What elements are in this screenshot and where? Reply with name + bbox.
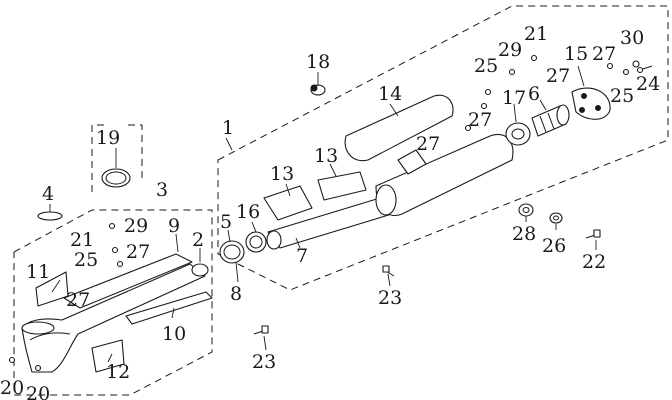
part-27-nut-left (116, 260, 124, 268)
part-13-heat-shield-b (317, 171, 367, 201)
part-27-nut-right-a (480, 102, 488, 110)
callout-27f: 27 (546, 65, 570, 87)
part-25-bolt-right-a (484, 88, 492, 96)
part-28-washer (518, 203, 534, 217)
part-30-washer (632, 60, 640, 68)
callout-27a: 27 (126, 241, 150, 263)
header-flange (21, 321, 55, 335)
part-29-washer-left (108, 222, 116, 230)
part-21-bolt-right (530, 54, 538, 62)
part-24-bolt (636, 65, 653, 74)
callout-25c: 25 (610, 85, 634, 107)
callout-25a: 25 (74, 249, 98, 271)
callout-14: 14 (378, 83, 402, 105)
callout-5: 5 (220, 211, 232, 233)
callout-11: 11 (26, 261, 50, 283)
part-18-nut (310, 84, 326, 96)
callout-24: 24 (636, 73, 660, 95)
callout-17: 17 (502, 87, 526, 109)
part-12-bracket (91, 339, 125, 373)
assembly-3-boundary (13, 209, 213, 396)
part-23-bolt-a (382, 265, 395, 277)
part-27-nut-right-c (606, 62, 614, 70)
part-27-nut-right-b (464, 124, 472, 132)
callout-22: 22 (582, 251, 606, 273)
part-4-gasket (37, 211, 63, 221)
part-23-bolt-b (253, 325, 269, 335)
part-5-gasket-ring (219, 240, 245, 264)
callout-27b: 27 (66, 289, 90, 311)
group-19-bracket (91, 124, 143, 194)
part-15-end-cap (571, 87, 611, 120)
parts (8, 54, 653, 373)
part-14-heat-shield (344, 94, 454, 162)
callout-27d: 27 (416, 133, 440, 155)
callout-4: 4 (42, 183, 54, 205)
callout-19: 19 (96, 127, 120, 149)
part-2-header-pipe (21, 263, 209, 373)
part-16-clamp (245, 231, 267, 253)
callout-26: 26 (542, 235, 566, 257)
muffler-body (375, 134, 514, 216)
callout-28: 28 (512, 223, 536, 245)
leader-lines (49, 65, 597, 363)
callout-20a: 20 (0, 377, 24, 399)
callout-13a: 13 (270, 163, 294, 185)
callout-15: 15 (564, 43, 588, 65)
part-20-nut-a (8, 356, 16, 364)
callout-12: 12 (106, 361, 130, 383)
part-25-bolt-left (111, 246, 119, 254)
callout-27e: 27 (592, 43, 616, 65)
callout-8: 8 (230, 283, 242, 305)
part-25-bolt-right-b (622, 68, 630, 76)
callout-2: 2 (192, 229, 204, 251)
part-26-washer (549, 212, 563, 224)
callout-29a: 29 (124, 215, 148, 237)
callout-21b: 21 (524, 23, 548, 45)
callout-13b: 13 (314, 145, 338, 167)
callout-9: 9 (168, 215, 180, 237)
part-19-clamp (101, 168, 131, 188)
callout-7: 7 (296, 245, 308, 267)
part-20-nut-b (34, 364, 42, 372)
callout-18: 18 (306, 51, 330, 73)
callout-6: 6 (528, 83, 540, 105)
callout-3: 3 (156, 179, 168, 201)
part-6-spark-arrestor (531, 104, 570, 137)
callout-23b: 23 (252, 351, 276, 373)
callout-23a: 23 (378, 287, 402, 309)
callout-30: 30 (620, 27, 644, 49)
part-17-gasket (505, 122, 531, 146)
part-29-washer-right (508, 68, 516, 76)
callout-labels: 1 2 3 4 5 6 7 8 9 10 11 12 13 13 14 15 1… (0, 23, 660, 400)
callout-1: 1 (222, 117, 234, 139)
part-10-heat-shield (125, 291, 213, 325)
callout-20b: 20 (26, 383, 50, 400)
callout-21a: 21 (70, 229, 94, 251)
callout-25b: 25 (474, 55, 498, 77)
assembly-1-boundary (217, 5, 669, 291)
callout-16: 16 (236, 201, 260, 223)
part-9-heat-shield (63, 253, 193, 309)
callout-27c: 27 (468, 109, 492, 131)
part-22-bolt (585, 229, 601, 239)
callout-29b: 29 (498, 39, 522, 61)
assembly-boundaries (13, 5, 669, 396)
callout-10: 10 (162, 323, 186, 345)
